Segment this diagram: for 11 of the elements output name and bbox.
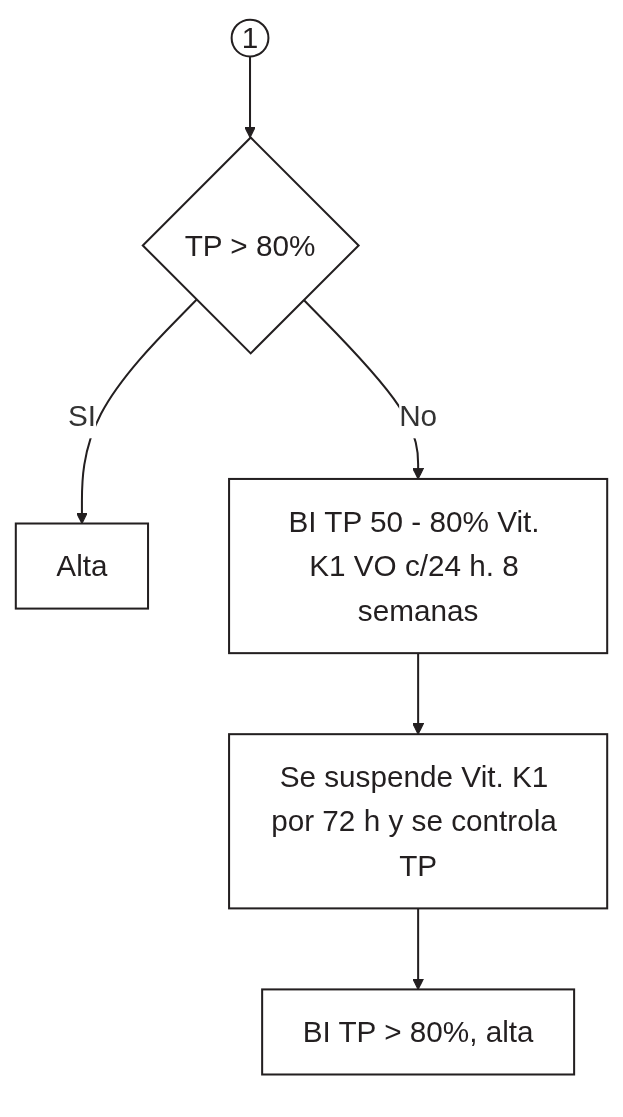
node-box: BI TP 50 - 80% Vit. K1 VO c/24 h. 8 semanas xyxy=(228,477,609,655)
arrow xyxy=(244,56,256,139)
arrow xyxy=(412,908,425,990)
arrow xyxy=(412,653,425,735)
node-box: BI TP > 80%, alta xyxy=(261,988,576,1076)
node-diamond: TP > 80% xyxy=(141,136,361,355)
node-circle: 1 xyxy=(230,18,270,58)
edge-label: SI xyxy=(67,399,96,434)
node-box: Alta xyxy=(14,522,150,610)
edge-label: No xyxy=(399,399,438,434)
node-box: Se suspende Vit. K1 por 72 h y se controla TP xyxy=(228,733,609,910)
